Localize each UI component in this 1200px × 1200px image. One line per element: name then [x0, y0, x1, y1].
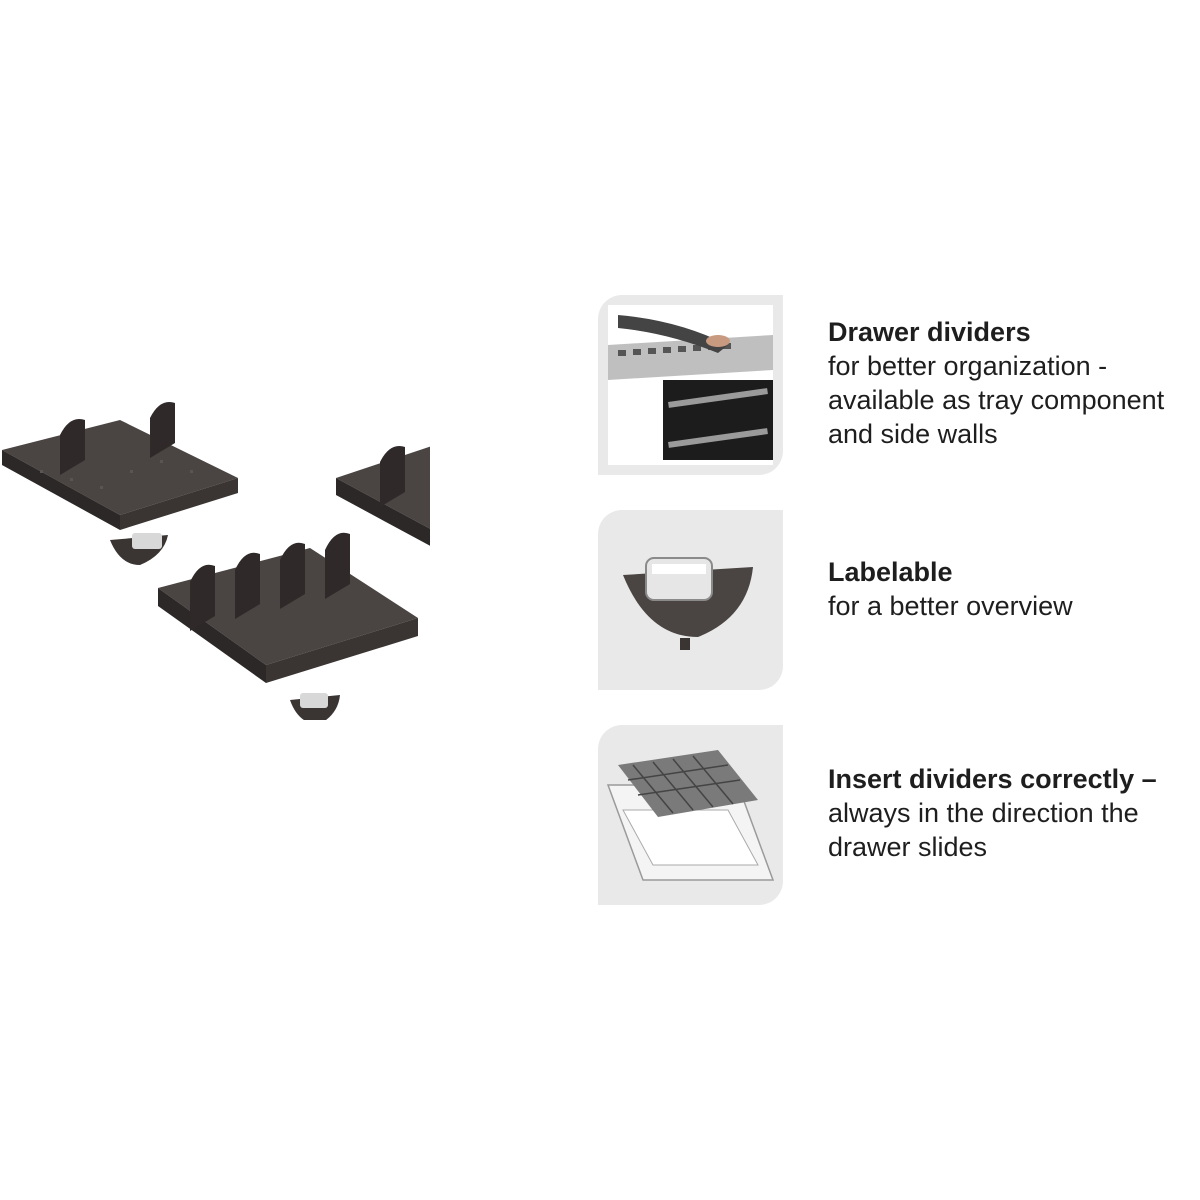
divider-tray-2-compartment: [2, 402, 238, 530]
feature-description: for a better overview: [828, 591, 1073, 621]
feature-title: Labelable: [828, 557, 953, 587]
feature-labelable: Labelable for a better overview: [828, 555, 1200, 623]
label-holder-3: [290, 693, 340, 720]
label-holder-photo: [598, 510, 783, 690]
label-holder-1: [110, 533, 168, 565]
divider-tray-3-compartment: [336, 446, 430, 546]
feature-title: Drawer dividers: [828, 317, 1031, 347]
feature-drawer-dividers: Drawer dividers for better organization …: [828, 315, 1200, 451]
feature-description: for better organization - available as t…: [828, 351, 1165, 449]
feature-description: always in the direction the drawer slide…: [828, 798, 1139, 862]
feature-insert-correctly: Insert dividers correctly – always in th…: [828, 762, 1200, 864]
drawer-dividers-photo: [598, 295, 783, 475]
insert-dividers-diagram: [598, 725, 783, 905]
divider-tray-4-compartment: [158, 532, 418, 683]
feature-title: Insert dividers correctly –: [828, 764, 1157, 794]
divider-trays-illustration: [2, 402, 430, 720]
